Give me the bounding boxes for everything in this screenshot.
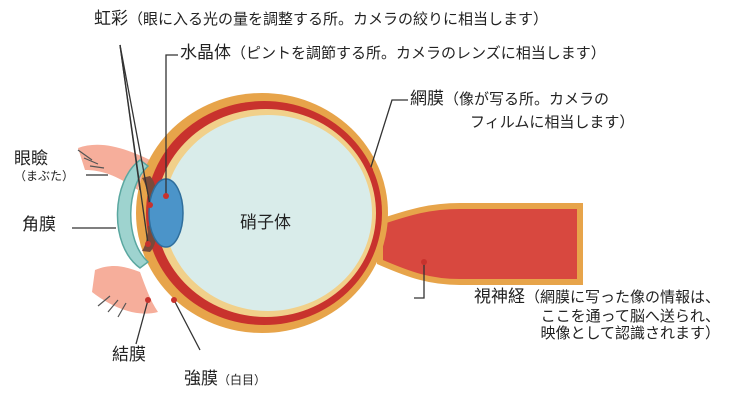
lens-label: 水晶体（ピントを調節する所。カメラのレンズに相当します） (180, 44, 606, 64)
sclera-reading: （白目） (218, 373, 266, 387)
optic-nerve-label: 視神経（網膜に写った像の情報は、 ここを通って脳へ送られ、 映像として認識されま… (380, 288, 720, 342)
lens-note: （ピントを調節する所。カメラのレンズに相当します） (231, 44, 606, 62)
sclera-label: 強膜（白目） (184, 370, 266, 390)
retina-leader (370, 100, 408, 170)
sclera-name: 強膜 (184, 369, 218, 389)
iris-note: （眼に入る光の量を調整する所。カメラの絞りに相当します） (128, 10, 548, 28)
vitreous-label: 硝子体 (240, 214, 291, 234)
eyelid-label: 眼瞼 （まぶた） (14, 150, 74, 183)
optic-nerve-name: 視神経 (474, 287, 525, 307)
iris-name: 虹彩 (94, 9, 128, 29)
optic-nerve-note-line2: ここを通って脳へ送られ、 (380, 308, 720, 325)
eyelid-name: 眼瞼 (14, 150, 74, 170)
retina-name: 網膜 (410, 89, 444, 109)
eyelid-reading: （まぶた） (14, 170, 74, 184)
conjunctiva-label: 結膜 (112, 346, 146, 366)
optic-nerve-note-line3: 映像として認識されます） (380, 325, 720, 342)
eyelid-skin-lower (92, 266, 158, 314)
lens-name: 水晶体 (180, 43, 231, 63)
retina-note-line2: フィルムに相当します） (470, 114, 634, 131)
iris-label: 虹彩（眼に入る光の量を調整する所。カメラの絞りに相当します） (94, 10, 548, 30)
retina-label: 網膜（像が写る所。カメラの (410, 90, 609, 110)
optic-nerve (380, 206, 580, 282)
optic-nerve-note-line1: （網膜に写った像の情報は、 (525, 288, 720, 306)
cornea-label: 角膜 (22, 216, 56, 236)
retina-note-line1: （像が写る所。カメラの (444, 90, 609, 108)
